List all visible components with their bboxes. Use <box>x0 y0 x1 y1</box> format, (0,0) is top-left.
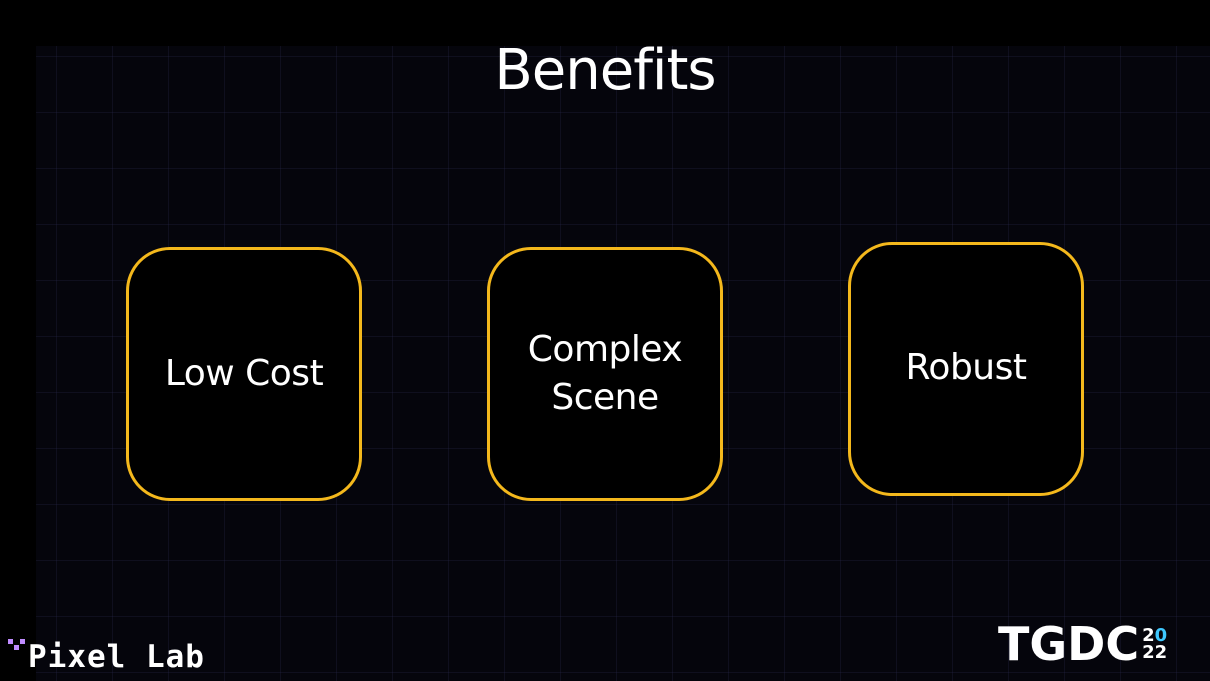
tgdc-year-digit-accent: 0 <box>1154 625 1168 646</box>
pixel-lab-logo: Pixel Lab <box>8 637 205 677</box>
top-band <box>0 0 1210 46</box>
benefit-card-complex-scene: Complex Scene <box>487 247 723 501</box>
tgdc-logo-text: TGDC <box>998 617 1140 671</box>
benefit-card-robust: Robust <box>848 242 1084 496</box>
benefit-card-label: Robust <box>905 347 1027 388</box>
benefit-card-label: Low Cost <box>164 353 324 394</box>
left-band <box>0 0 36 681</box>
tgdc-logo: TGDC 20 22 <box>998 617 1168 671</box>
pixel-dots-icon <box>8 639 25 655</box>
tgdc-year-digit: 2 <box>1142 625 1155 646</box>
tgdc-year-bottom: 22 <box>1142 642 1168 663</box>
benefit-card-label: Complex Scene <box>527 329 683 418</box>
tgdc-logo-year: 20 22 <box>1142 625 1168 663</box>
benefit-card-low-cost: Low Cost <box>126 247 362 501</box>
pixel-lab-logo-text: Pixel Lab <box>28 639 205 675</box>
slide-title: Benefits <box>494 38 716 103</box>
